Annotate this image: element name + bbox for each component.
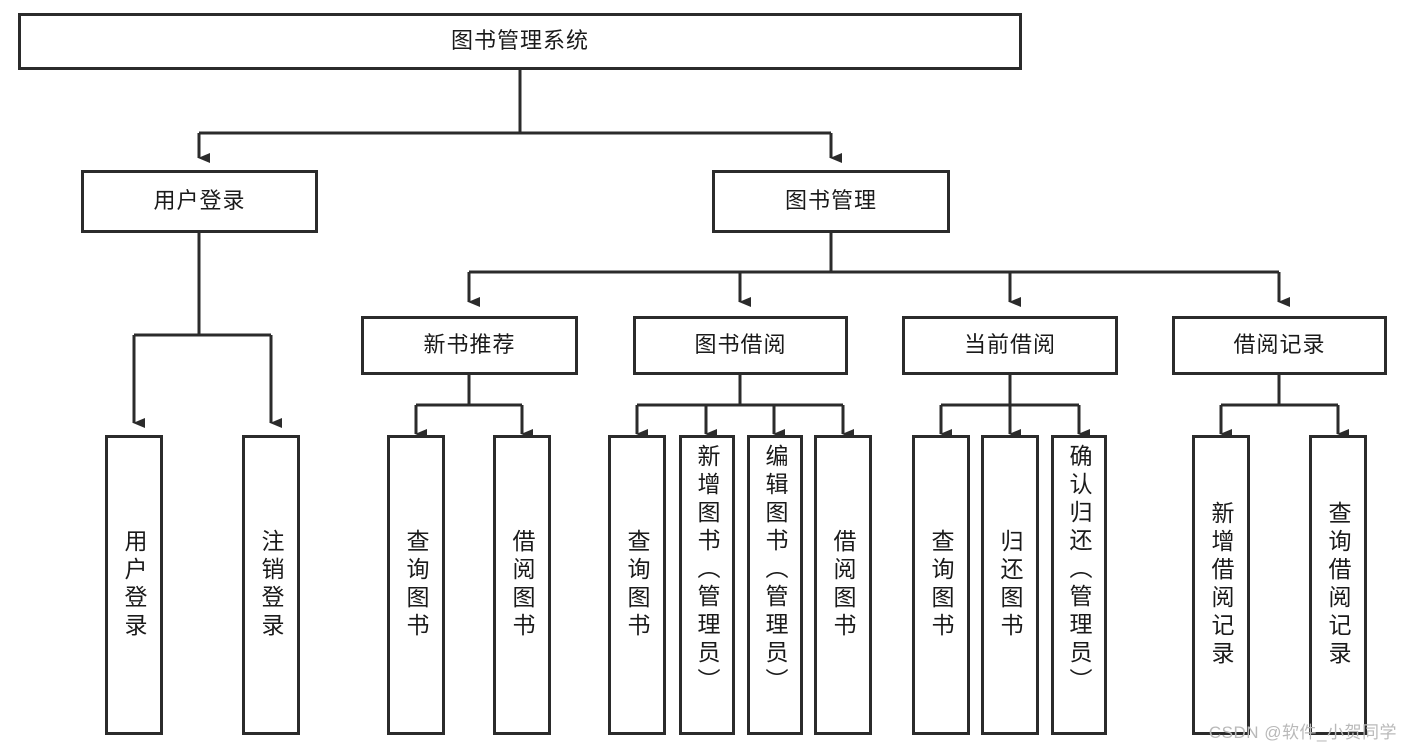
node-leaf-borrow-book-1-label: 借阅图书 <box>509 529 535 641</box>
node-current-borrow-label: 当前借阅 <box>963 332 1056 358</box>
node-leaf-query-book-2-label: 查询图书 <box>624 529 650 641</box>
node-root-label: 图书管理系统 <box>450 28 589 54</box>
node-leaf-borrow-book-2-label: 借阅图书 <box>830 529 856 641</box>
node-leaf-query-book-3-label: 查询图书 <box>928 529 954 641</box>
node-leaf-borrow-book-1[interactable]: 借阅图书 <box>493 435 551 735</box>
node-leaf-user-logout[interactable]: 注销登录 <box>242 435 300 735</box>
node-borrow-record-label: 借阅记录 <box>1233 332 1326 358</box>
node-user-login[interactable]: 用户登录 <box>81 170 318 233</box>
node-leaf-query-record-label: 查询借阅记录 <box>1325 501 1351 669</box>
node-new-book-rec-label: 新书推荐 <box>423 332 516 358</box>
node-leaf-add-book[interactable]: 新增图书（管理员） <box>679 435 735 735</box>
node-leaf-borrow-book-2[interactable]: 借阅图书 <box>814 435 872 735</box>
node-leaf-query-book-1-label: 查询图书 <box>403 529 429 641</box>
node-leaf-edit-book[interactable]: 编辑图书（管理员） <box>747 435 803 735</box>
node-leaf-confirm-return[interactable]: 确认归还（管理员） <box>1051 435 1107 735</box>
node-leaf-confirm-return-label: 确认归还（管理员） <box>1066 444 1092 696</box>
node-leaf-return-book-label: 归还图书 <box>997 529 1023 641</box>
node-leaf-edit-book-label: 编辑图书（管理员） <box>762 444 788 696</box>
node-leaf-user-login[interactable]: 用户登录 <box>105 435 163 735</box>
node-book-manage-label: 图书管理 <box>784 188 877 214</box>
node-current-borrow[interactable]: 当前借阅 <box>902 316 1118 375</box>
node-borrow-record[interactable]: 借阅记录 <box>1172 316 1387 375</box>
node-leaf-add-record[interactable]: 新增借阅记录 <box>1192 435 1250 735</box>
node-leaf-return-book[interactable]: 归还图书 <box>981 435 1039 735</box>
node-root[interactable]: 图书管理系统 <box>18 13 1022 70</box>
node-leaf-add-book-label: 新增图书（管理员） <box>694 444 720 696</box>
node-leaf-query-book-2[interactable]: 查询图书 <box>608 435 666 735</box>
node-leaf-query-book-1[interactable]: 查询图书 <box>387 435 445 735</box>
node-leaf-query-book-3[interactable]: 查询图书 <box>912 435 970 735</box>
node-leaf-user-login-label: 用户登录 <box>121 529 147 641</box>
node-leaf-query-record[interactable]: 查询借阅记录 <box>1309 435 1367 735</box>
node-new-book-rec[interactable]: 新书推荐 <box>361 316 578 375</box>
node-leaf-add-record-label: 新增借阅记录 <box>1208 501 1234 669</box>
watermark-text: CSDN @软件_小贺同学 <box>1208 723 1397 742</box>
node-book-borrow-label: 图书借阅 <box>694 332 787 358</box>
node-leaf-user-logout-label: 注销登录 <box>258 529 284 641</box>
node-book-borrow[interactable]: 图书借阅 <box>633 316 848 375</box>
node-book-manage[interactable]: 图书管理 <box>712 170 950 233</box>
node-user-login-label: 用户登录 <box>153 188 246 214</box>
